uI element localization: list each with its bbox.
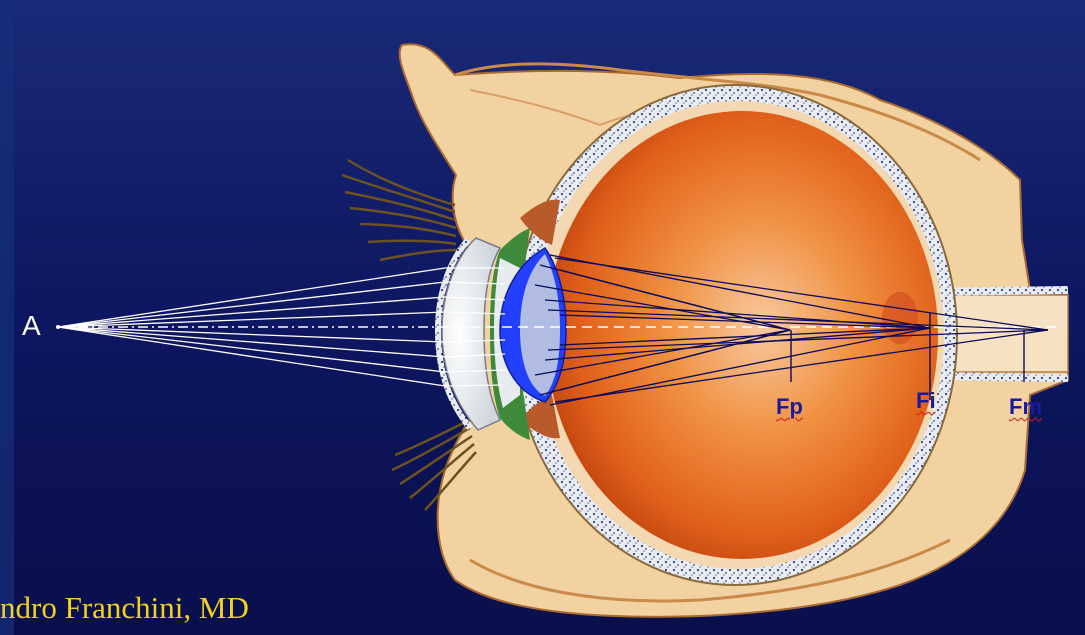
author-credit: ndro Franchini, MD (0, 590, 249, 626)
background-edge (0, 0, 14, 635)
focal-label-fp: Fp (776, 394, 803, 420)
point-a-label: A (22, 310, 41, 342)
focal-label-fi: Fi (916, 388, 936, 414)
focal-label-fm: Fm (1009, 394, 1042, 420)
point-a-dot (56, 325, 60, 329)
vitreous-body (546, 111, 938, 559)
